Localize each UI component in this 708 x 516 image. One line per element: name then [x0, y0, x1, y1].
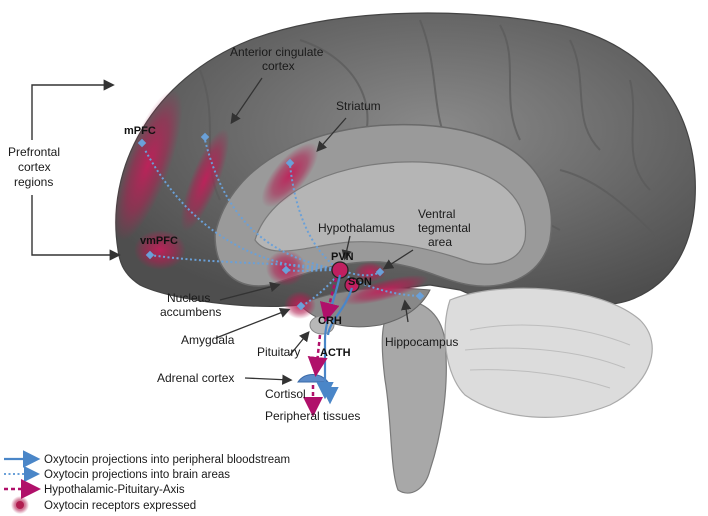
receptor-vta — [354, 262, 386, 282]
receptor-vmpfc — [134, 230, 186, 270]
label-prefrontal-3: regions — [14, 175, 53, 189]
legend-label-receptors: Oxytocin receptors expressed — [44, 500, 196, 512]
label-anterior-cingulate: Anterior cingulate — [230, 45, 324, 59]
label-amygdala: Amygdala — [181, 333, 235, 347]
legend-item-hpa: Hypothalamic-Pituitary-Axis — [4, 479, 185, 499]
labels: Anterior cingulate cortex Striatum Prefr… — [8, 45, 471, 423]
receptor-hippocampus — [341, 274, 429, 306]
label-pituitary: Pituitary — [257, 345, 300, 359]
receptor-mpfc — [113, 89, 183, 241]
pointer-lines — [215, 77, 414, 385]
prefrontal-bracket — [31, 79, 121, 261]
receptor-regions — [113, 89, 429, 319]
legend-item-receptors: Oxytocin receptors expressed — [11, 496, 196, 514]
legend-label-brain-areas: Oxytocin projections into brain areas — [44, 469, 230, 481]
label-anterior-cingulate-2: cortex — [262, 59, 295, 73]
label-nucleus-accumbens: Nucleus — [167, 291, 210, 305]
legend-label-bloodstream: Oxytocin projections into peripheral blo… — [44, 454, 290, 466]
legend: Oxytocin projections into peripheral blo… — [4, 450, 290, 514]
label-pvn: PVN — [331, 251, 354, 263]
brainstem — [381, 299, 447, 494]
label-peripheral-tissues: Peripheral tissues — [265, 409, 360, 423]
corpus-callosum — [254, 161, 527, 265]
projection-nodes — [137, 132, 425, 311]
label-son: SON — [348, 276, 372, 288]
label-striatum: Striatum — [336, 99, 381, 113]
son-nucleus — [344, 277, 360, 293]
label-vmpfc: vmPFC — [140, 235, 178, 247]
label-hypothalamus: Hypothalamus — [318, 221, 395, 235]
label-prefrontal: Prefrontal — [8, 145, 60, 159]
label-vta-2: tegmental — [418, 221, 471, 235]
cerebellum — [444, 287, 653, 418]
hpa-axis — [303, 277, 340, 417]
label-hippocampus: Hippocampus — [385, 335, 458, 349]
legend-item-bloodstream: Oxytocin projections into peripheral blo… — [4, 450, 290, 468]
label-prefrontal-2: cortex — [18, 160, 51, 174]
label-nucleus-accumbens-2: accumbens — [160, 305, 221, 319]
legend-label-hpa: Hypothalamic-Pituitary-Axis — [44, 484, 185, 496]
receptor-striatum — [261, 142, 319, 208]
label-vta-3: area — [428, 235, 452, 249]
label-cortisol: Cortisol — [265, 387, 306, 401]
label-mpfc: mPFC — [124, 125, 156, 137]
legend-item-brain-areas: Oxytocin projections into brain areas — [4, 466, 230, 482]
label-vta: Ventral — [418, 207, 455, 221]
receptor-acc — [180, 128, 230, 232]
label-adrenal-cortex: Adrenal cortex — [157, 371, 234, 385]
adrenal-gland — [297, 374, 330, 383]
label-acth: ACTH — [320, 347, 351, 359]
label-crh: CRH — [318, 315, 342, 327]
